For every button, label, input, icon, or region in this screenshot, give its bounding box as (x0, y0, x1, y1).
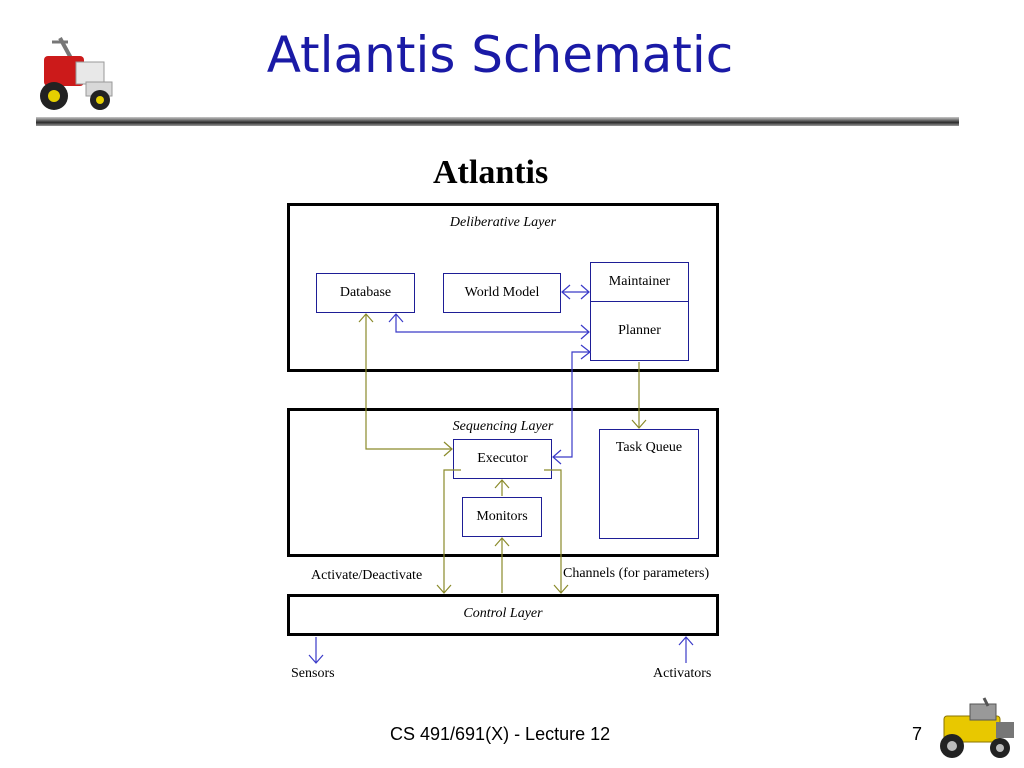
deliberative-layer-label: Deliberative Layer (449, 215, 557, 230)
sequencing-layer-label: Sequencing Layer (452, 419, 554, 434)
executor-box: Executor (453, 439, 552, 479)
sensors-label: Sensors (291, 666, 335, 681)
task-queue-box: Task Queue (599, 429, 699, 539)
channels-label: Channels (for parameters) (563, 566, 710, 581)
planner-box: Planner (590, 301, 689, 361)
world-model-box: World Model (443, 273, 561, 313)
activate-deactivate-label: Activate/Deactivate (311, 568, 423, 583)
control-layer-label: Control Layer (463, 606, 543, 621)
activators-arrow (678, 636, 694, 663)
diagram-heading: Atlantis (433, 154, 549, 191)
maintainer-label: Maintainer (608, 274, 671, 289)
executor-label: Executor (477, 451, 528, 466)
monitors-label: Monitors (476, 509, 528, 524)
page-number: 7 (912, 724, 923, 744)
database-label: Database (339, 285, 392, 300)
slide-title: Atlantis Schematic (266, 26, 734, 84)
maintainer-box: Maintainer (590, 262, 689, 302)
database-box: Database (316, 273, 415, 313)
robot-lawnmower-icon (40, 37, 113, 110)
planner-label: Planner (618, 323, 661, 338)
activators-label: Activators (653, 666, 712, 681)
world-model-label: World Model (464, 285, 540, 300)
sensors-arrow (308, 637, 324, 664)
control-layer: Control Layer (287, 594, 719, 636)
title-divider (36, 117, 959, 126)
footer-course: CS 491/691(X) - Lecture 12 (390, 724, 611, 744)
task-queue-label: Task Queue (615, 440, 683, 455)
yellow-robot-icon (940, 697, 1014, 758)
monitors-box: Monitors (462, 497, 542, 537)
